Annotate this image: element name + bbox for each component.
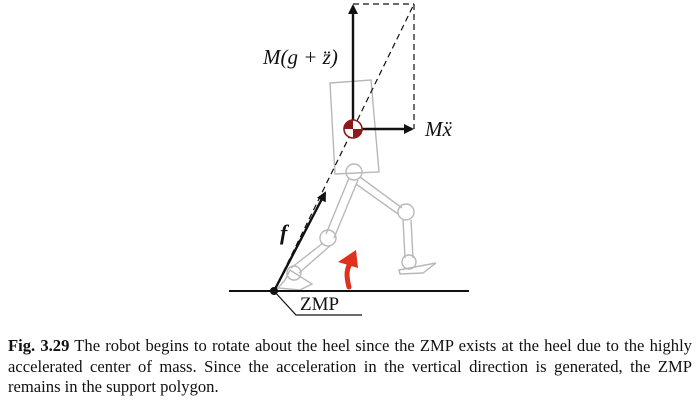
vertical-force-label: M(g + z̈) <box>262 45 338 69</box>
left-leg <box>276 177 359 291</box>
rotation-arrow-icon <box>338 250 358 290</box>
right-knee-joint <box>397 203 415 221</box>
horizontal-force-label: Mẍ <box>424 117 452 141</box>
robot-zmp-diagram: M(g + z̈) Mẍ f ZMP <box>229 3 469 316</box>
center-of-mass-icon <box>343 119 363 139</box>
force-parallelogram <box>273 3 415 292</box>
zmp-label: ZMP <box>300 294 339 315</box>
reaction-force-label: f <box>280 220 290 245</box>
left-knee-joint <box>319 229 337 247</box>
caption-text: The robot begins to rotate about the hee… <box>8 336 692 396</box>
figure-caption: Fig. 3.29 The robot begins to rotate abo… <box>8 336 692 398</box>
right-ankle-joint <box>401 254 417 270</box>
right-foot <box>398 262 437 275</box>
zmp-leader-line <box>273 290 362 316</box>
left-ankle-joint <box>286 265 302 281</box>
reaction-force-arrow <box>272 191 327 292</box>
right-leg <box>355 176 437 275</box>
caption-figure-label: Fig. 3.29 <box>8 336 70 355</box>
left-foot <box>276 268 314 291</box>
robot-torso <box>329 79 380 175</box>
hip-joint <box>345 163 363 181</box>
robot-body <box>276 79 437 291</box>
